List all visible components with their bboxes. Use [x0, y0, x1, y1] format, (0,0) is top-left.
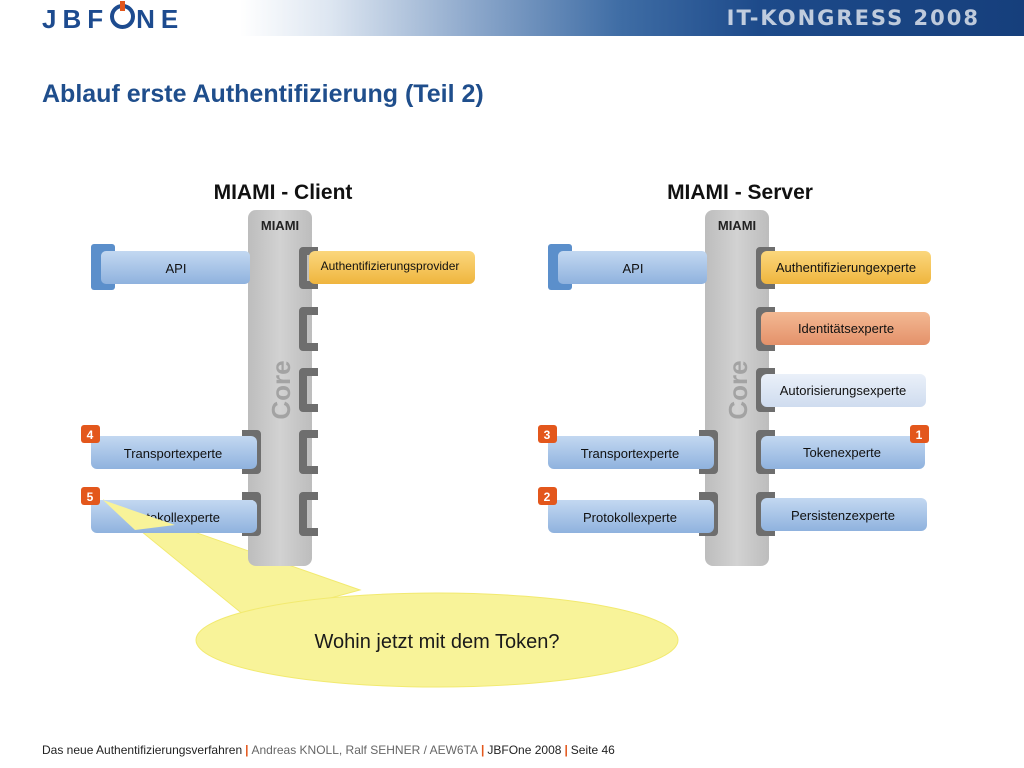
footer-event: JBFOne 2008 — [487, 743, 562, 757]
client-diagram: MIAMI - Client MIAMI Core API Authentifi… — [81, 181, 475, 566]
server-core-label: Core — [723, 360, 753, 419]
server-protocol-module — [548, 500, 714, 533]
architecture-diagram: Wohin jetzt mit dem Token? MIAMI - Clien… — [81, 181, 931, 688]
server-auth-expert-label: Authentifizierungexperte — [776, 260, 916, 275]
server-slot — [756, 492, 775, 536]
congress-label: IT-KONGRESS 2008 — [726, 6, 980, 30]
server-heading: MIAMI - Server — [667, 181, 813, 204]
client-api-module — [101, 251, 250, 284]
page-title: Ablauf erste Authentifizierung (Teil 2) — [42, 80, 484, 108]
callout-bubble — [195, 592, 679, 688]
server-slot — [756, 307, 775, 351]
server-authorization-label: Autorisierungsexperte — [780, 383, 906, 398]
footer: Das neue Authentifizierungsverfahren|And… — [42, 743, 615, 757]
server-authorization-module — [761, 374, 926, 407]
server-transport-label: Transportexperte — [581, 446, 680, 461]
client-core-column — [248, 210, 312, 566]
client-heading: MIAMI - Client — [214, 181, 353, 204]
server-slot — [756, 430, 775, 474]
server-slot — [756, 368, 775, 412]
server-diagram: MIAMI - Server MIAMI Core API Authentifi… — [538, 181, 931, 566]
server-badge-1-text: 1 — [916, 428, 923, 442]
client-badge-5 — [81, 487, 100, 505]
server-badge-2 — [538, 487, 557, 505]
client-core-label: Core — [266, 360, 296, 419]
footer-topic: Das neue Authentifizierungsverfahren — [42, 743, 243, 757]
footer-separator: | — [481, 743, 485, 757]
server-api-module — [558, 251, 707, 284]
server-core-column — [705, 210, 769, 566]
client-provider-module — [309, 251, 475, 284]
client-badge-4 — [81, 425, 100, 443]
client-miami-label: MIAMI — [261, 218, 299, 233]
server-identity-label: Identitätsexperte — [798, 321, 894, 336]
callout-text: Wohin jetzt mit dem Token? — [315, 631, 560, 653]
client-slot — [299, 492, 318, 536]
client-slot — [299, 368, 318, 412]
footer-page: Seite 46 — [570, 743, 615, 757]
client-badge-4-text: 4 — [87, 428, 94, 442]
footer-separator: | — [564, 743, 568, 757]
footer-separator: | — [245, 743, 249, 757]
client-slot — [299, 247, 318, 289]
client-provider-label: Authentifizierungsprovider — [321, 259, 460, 273]
server-token-label: Tokenexperte — [803, 445, 881, 460]
callout: Wohin jetzt mit dem Token? — [102, 499, 679, 688]
client-slot — [299, 430, 318, 474]
server-persistence-module — [761, 498, 927, 531]
callout-pointer-tip — [103, 500, 175, 530]
server-badge-3-text: 3 — [544, 428, 551, 442]
server-badge-1 — [910, 425, 929, 443]
server-auth-expert-module — [761, 251, 931, 284]
client-transport-label: Transportexperte — [124, 446, 223, 461]
server-transport-module — [548, 436, 714, 469]
client-slot — [299, 307, 318, 351]
server-protocol-label: Protokollexperte — [583, 510, 677, 525]
client-badge-5-text: 5 — [87, 490, 94, 504]
server-identity-module — [761, 312, 930, 345]
server-badge-3 — [538, 425, 557, 443]
server-miami-label: MIAMI — [718, 218, 756, 233]
footer-authors: Andreas KNOLL, Ralf SEHNER / AEW6TA — [251, 743, 479, 757]
client-api-label: API — [166, 261, 187, 276]
client-transport-module — [91, 436, 257, 469]
server-persistence-label: Persistenzexperte — [791, 508, 895, 523]
server-badge-2-text: 2 — [544, 490, 551, 504]
server-token-module — [761, 436, 925, 469]
server-api-label: API — [623, 261, 644, 276]
logo-ring-icon — [110, 1, 136, 29]
